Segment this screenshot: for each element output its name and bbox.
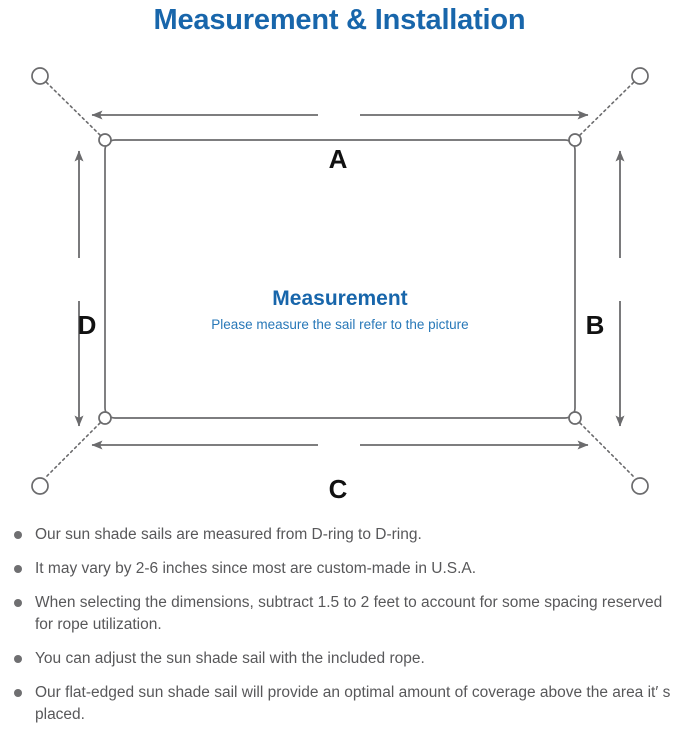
list-item: Our sun shade sails are measured from D-… <box>8 524 679 546</box>
diagram-svg <box>31 67 649 495</box>
dimension-label-c: C <box>328 474 348 504</box>
list-item-text: Our sun shade sails are measured from D-… <box>35 526 422 543</box>
anchor-top-left <box>31 67 49 85</box>
d-ring-bottom-left <box>98 411 112 425</box>
bullet-icon <box>14 689 22 697</box>
notes-list: Our sun shade sails are measured from D-… <box>8 524 679 726</box>
list-item: You can adjust the sun shade sail with t… <box>8 648 679 670</box>
list-item-text: Our flat-edged sun shade sail will provi… <box>35 684 671 723</box>
dimension-label-d: D <box>77 310 97 340</box>
list-item: When selecting the dimensions, subtract … <box>8 592 679 636</box>
anchor-bottom-right <box>631 477 649 495</box>
page-title: Measurement & Installation <box>153 4 526 36</box>
rope-line-top-left <box>44 80 101 136</box>
bullet-icon <box>14 565 22 573</box>
dimension-label-a: A <box>328 144 348 174</box>
d-ring-top-left <box>98 133 112 147</box>
list-item-text: When selecting the dimensions, subtract … <box>35 594 663 633</box>
measurement-diagram: Measurement Please measure the sail refe… <box>0 46 679 520</box>
bullet-icon <box>14 599 22 607</box>
d-ring-bottom-right <box>568 411 582 425</box>
dimension-label-b: B <box>585 310 605 340</box>
rope-line-top-right <box>579 80 636 136</box>
bullet-icon <box>14 531 22 539</box>
d-ring-top-right <box>568 133 582 147</box>
anchor-top-right <box>631 67 649 85</box>
bullet-icon <box>14 655 22 663</box>
anchor-bottom-left <box>31 477 49 495</box>
list-item: Our flat-edged sun shade sail will provi… <box>8 682 679 726</box>
sail-outline <box>104 139 576 419</box>
rope-line-bottom-left <box>44 422 101 479</box>
rope-line-bottom-right <box>579 422 636 479</box>
list-item: It may vary by 2-6 inches since most are… <box>8 558 679 580</box>
list-item-text: It may vary by 2-6 inches since most are… <box>35 560 477 577</box>
list-item-text: You can adjust the sun shade sail with t… <box>35 650 425 667</box>
